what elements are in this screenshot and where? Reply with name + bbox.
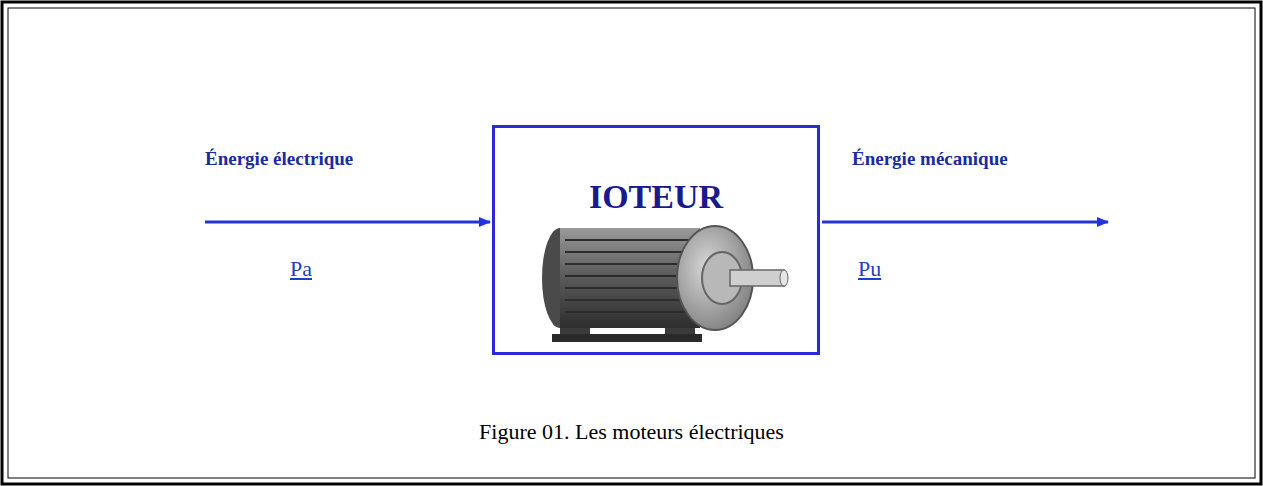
output-energy-label: Énergie mécanique [852,148,1008,170]
motor-illustration [542,226,788,342]
motor-box: IOTEUR [492,125,820,355]
figure-caption: Figure 01. Les moteurs électriques [0,419,1263,445]
inner-frame [8,8,1255,478]
output-arrow [822,221,1108,224]
input-energy-label: Énergie électrique [205,148,353,170]
power-symbol: Pa [290,256,312,282]
motor-title: IOTEUR [589,178,723,216]
power-symbol: Pu [858,256,881,282]
input-arrow [205,221,490,224]
